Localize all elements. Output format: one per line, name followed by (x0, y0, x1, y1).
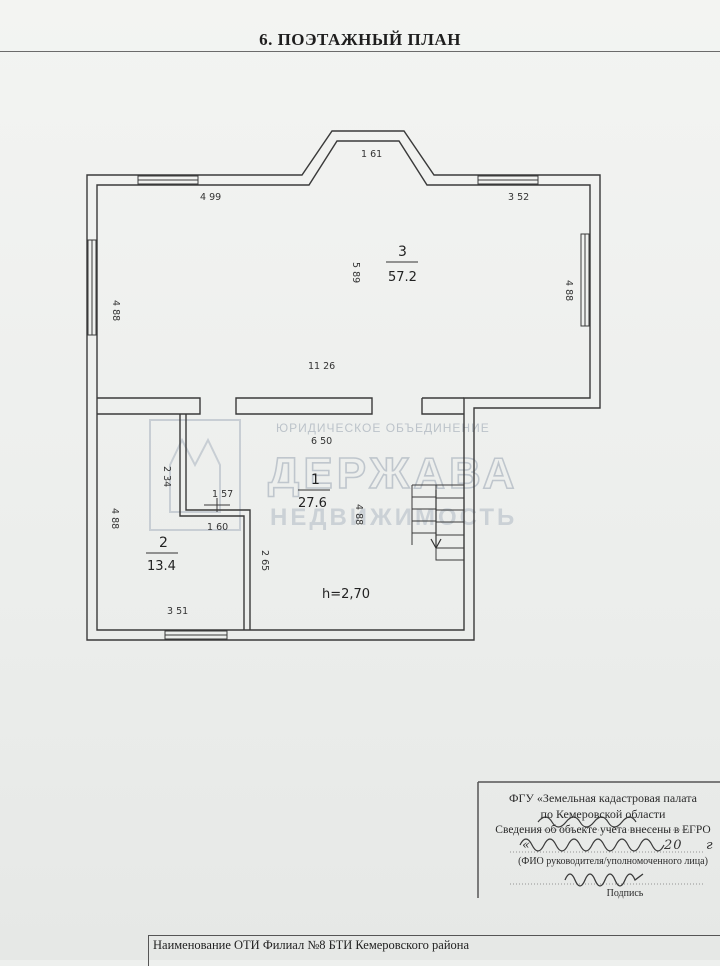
stair-arrow-icon (430, 538, 442, 550)
dim-room2-left: 4 88 (109, 508, 120, 529)
registry-stamp: ФГУ «Земельная кадастровая палата по Кем… (478, 782, 720, 899)
stamp-line3: Сведения об объекте учета внесены в ЕГРО (495, 824, 711, 836)
dimension-labels: 1 61 4 99 3 52 4 88 4 88 5 89 11 26 6 50… (109, 149, 574, 617)
interior-walls (97, 397, 464, 630)
room-labels: 3 57.2 1 27.6 2 13.4 h=2,70 (146, 244, 418, 602)
stamp-date-prefix: « (522, 838, 531, 853)
dim-room3-width: 11 26 (308, 361, 335, 372)
title-divider (0, 51, 720, 52)
dim-room2-step-top: 1 57 (212, 489, 233, 500)
stamp-sign-caption: Подпись (606, 888, 644, 899)
handwritten-signature (519, 816, 665, 887)
dim-room2-step-bottom: 1 60 (207, 522, 228, 533)
dim-top-left: 4 99 (200, 192, 221, 203)
stamp-line1: ФГУ «Земельная кадастровая палата (509, 791, 697, 805)
windows (87, 175, 590, 640)
outer-walls (86, 130, 601, 641)
room2-area: 13.4 (147, 559, 176, 574)
page-title: 6. ПОЭТАЖНЫЙ ПЛАН (259, 30, 461, 49)
dim-room1-depth: 4 88 (353, 504, 364, 525)
stamp-line2: по Кемеровской области (540, 807, 666, 821)
stamp-year-suffix: г (706, 838, 714, 853)
stamp-caption: (ФИО руководителя/уполномоченного лица) (518, 856, 708, 867)
footer-row: Наименование ОТИ Филиал №8 БТИ Кемеровск… (148, 935, 720, 966)
room2-number: 2 (159, 535, 168, 551)
dim-room3-right: 4 88 (563, 280, 574, 301)
watermark-emblem-icon (149, 419, 241, 531)
room3-number: 3 (398, 244, 407, 260)
dim-room1-lower: 2 65 (259, 550, 270, 571)
watermark-line1: ЮРИДИЧЕСКОЕ ОБЪЕДИНЕНИЕ (276, 421, 490, 435)
dim-top-bay: 1 61 (361, 149, 382, 160)
stamp-frame (477, 781, 720, 898)
dim-room2-width: 3 51 (167, 606, 188, 617)
dim-room1-width: 6 50 (311, 436, 332, 447)
dim-room3-depth: 5 89 (350, 262, 361, 283)
watermark-emblem-mark (169, 437, 221, 513)
room1-number: 1 (311, 472, 320, 488)
stamp-date-suffix: 20 (664, 838, 683, 853)
staircase (411, 484, 465, 561)
room3-area: 57.2 (388, 270, 417, 285)
ceiling-height: h=2,70 (322, 587, 370, 602)
watermark-line2: ДЕРЖАВА (268, 449, 518, 498)
dim-top-right: 3 52 (508, 192, 529, 203)
watermark: ЮРИДИЧЕСКОЕ ОБЪЕДИНЕНИЕ ДЕРЖАВА НЕДВИЖИМ… (149, 419, 518, 531)
dim-room3-left: 4 88 (110, 300, 121, 321)
room1-area: 27.6 (298, 496, 327, 511)
dim-room2-upper: 2 34 (161, 466, 172, 487)
footer-text: Наименование ОТИ Филиал №8 БТИ Кемеровск… (153, 938, 470, 952)
